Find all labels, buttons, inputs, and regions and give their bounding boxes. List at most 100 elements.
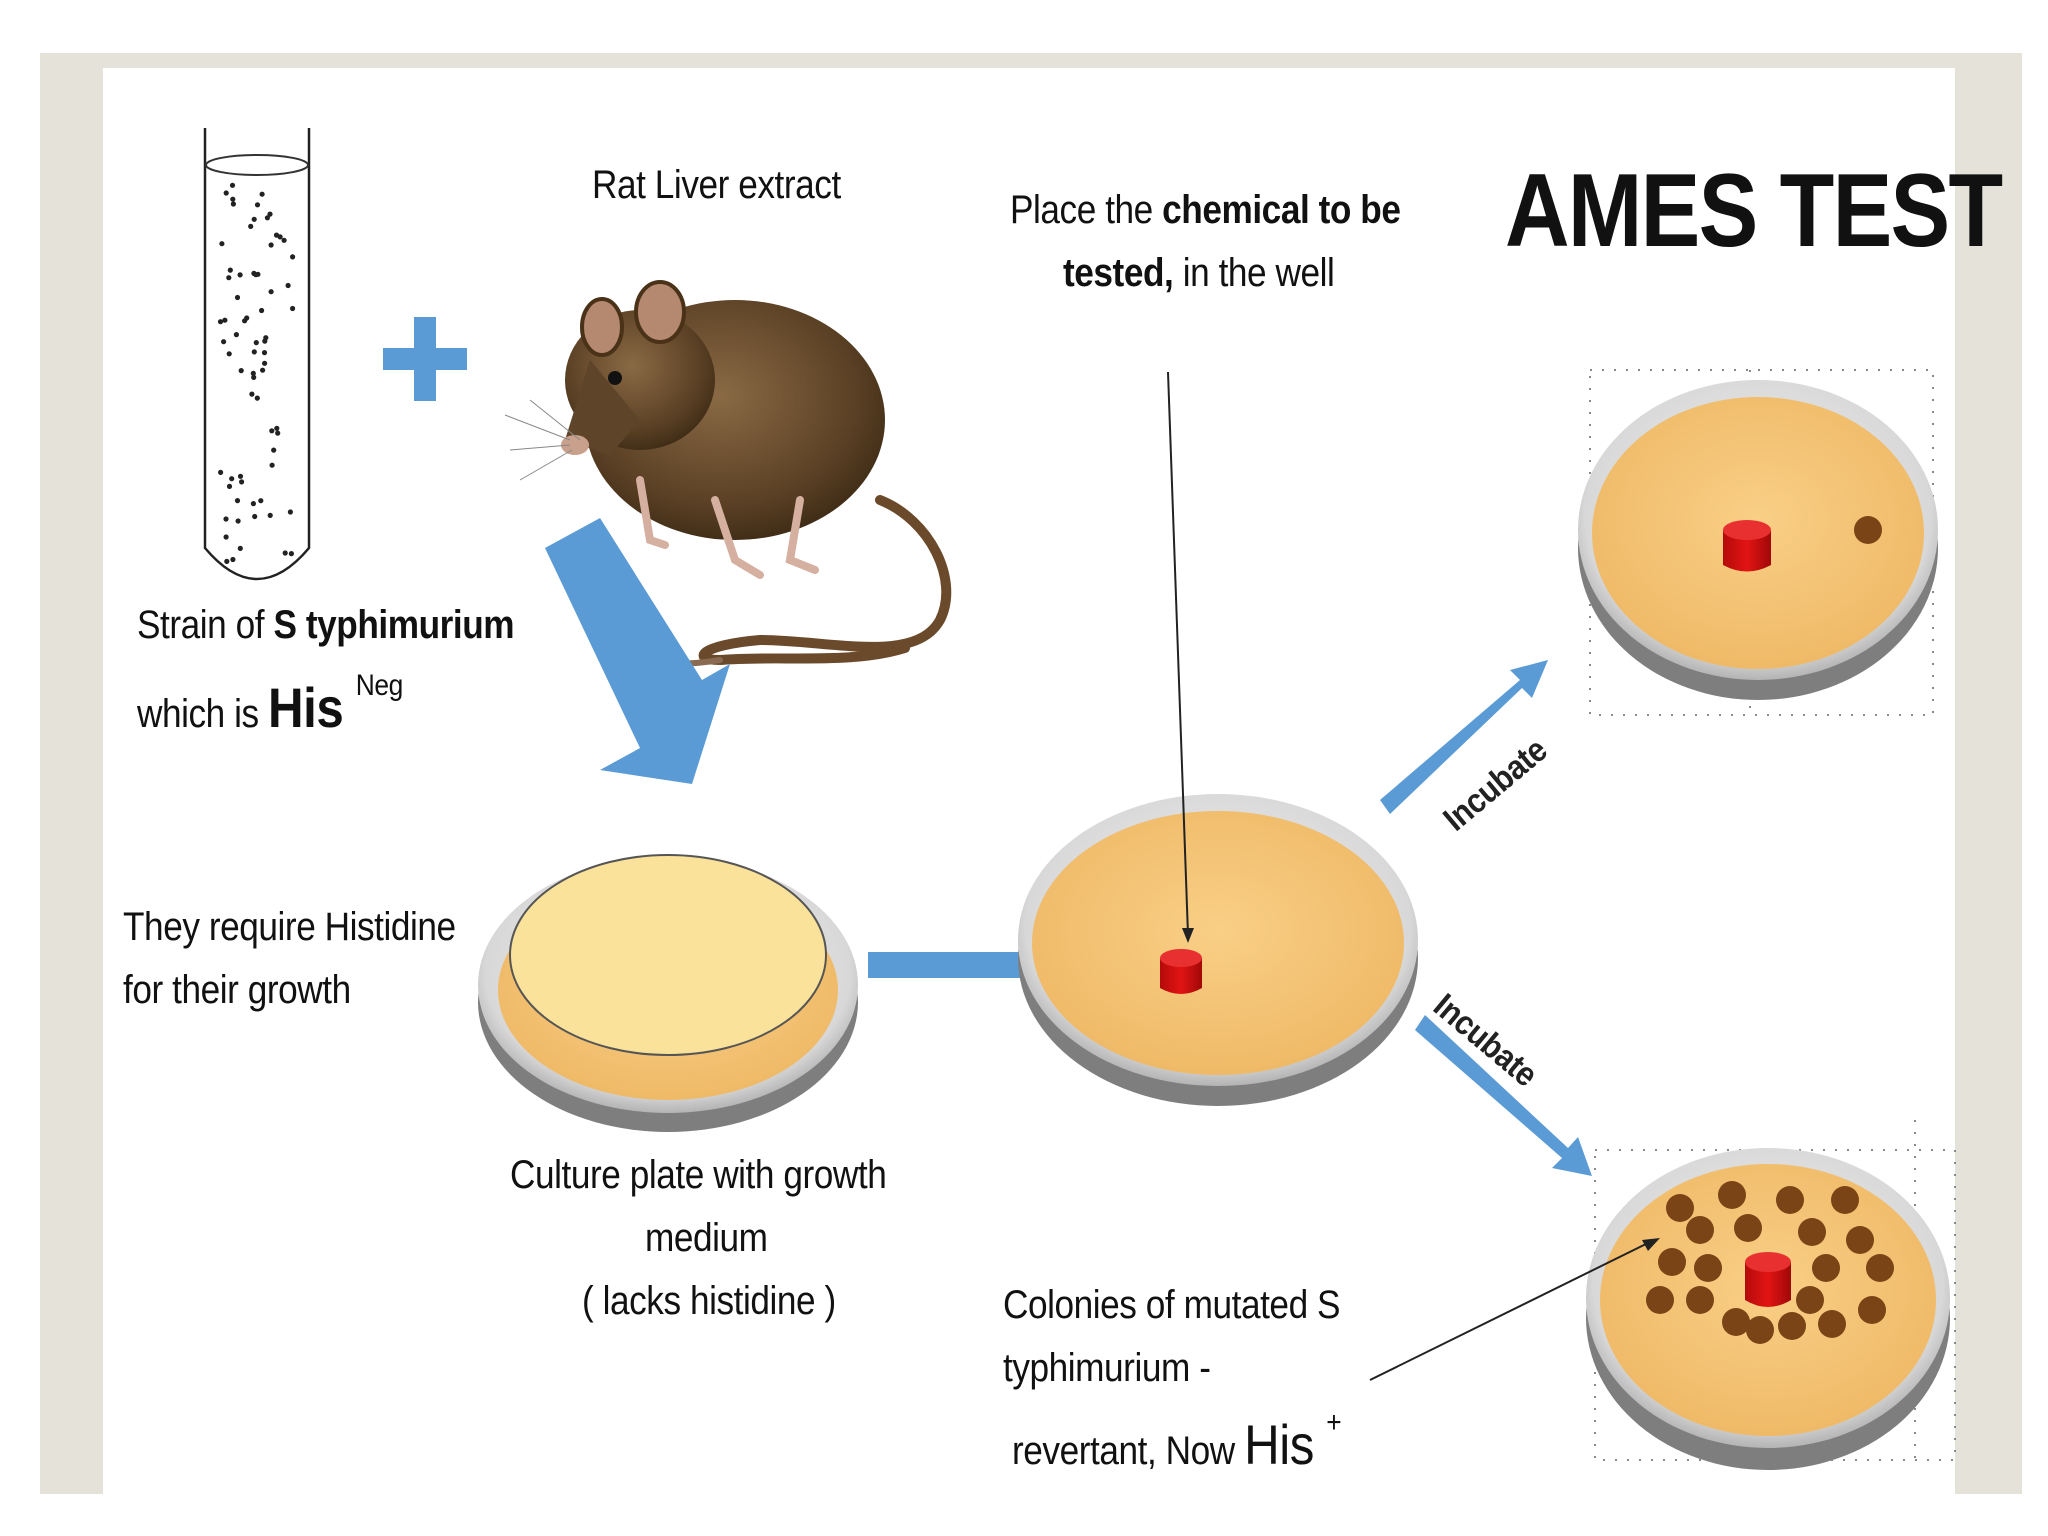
- culture-label-line-1: Culture plate with growth: [510, 1153, 887, 1197]
- bacteria-dot: [268, 242, 274, 248]
- bacteria-dot: [235, 518, 241, 524]
- bacteria-dot: [267, 211, 273, 217]
- bacteria-dot: [250, 501, 256, 507]
- bacteria-dot: [223, 534, 229, 540]
- colony-icon: [1778, 1312, 1806, 1340]
- bacteria-dot: [252, 513, 258, 520]
- right-arrow: [868, 938, 1062, 992]
- chemical-label-line-2: tested, in the well: [1063, 251, 1335, 295]
- plus-icon: [383, 317, 467, 401]
- chemical-well-icon: [1745, 1252, 1791, 1307]
- bacteria-dot: [285, 282, 291, 289]
- colony-icon: [1646, 1286, 1674, 1314]
- bacteria-dot: [251, 349, 257, 355]
- bacteria-dot: [237, 545, 243, 552]
- colony-icon: [1831, 1186, 1859, 1214]
- bacteria-dot: [218, 469, 224, 475]
- bacteria-dot: [239, 479, 245, 485]
- bacteria-dot: [251, 216, 257, 222]
- colony-icon: [1686, 1286, 1714, 1314]
- culture-label-line-2: medium: [645, 1216, 768, 1260]
- rat-icon: [504, 280, 952, 667]
- bacteria-dot: [217, 319, 224, 325]
- bacteria-dot: [290, 254, 296, 260]
- bacteria-dot: [226, 275, 232, 281]
- bacteria-dot: [226, 483, 233, 489]
- colony-icon: [1796, 1286, 1824, 1314]
- bacteria-dot: [287, 509, 293, 515]
- bacteria-dot: [263, 335, 269, 341]
- chemical-well-icon: [1723, 520, 1771, 572]
- bacteria-dot: [258, 498, 264, 504]
- diagonal-arrow: [545, 518, 730, 784]
- petri-dish-icon: [1586, 1148, 1950, 1470]
- colony-icon: [1812, 1254, 1840, 1282]
- bacteria-dot: [290, 305, 296, 312]
- colony-icon: [1846, 1226, 1874, 1254]
- bacteria-dot: [223, 516, 229, 522]
- colony-icon: [1798, 1218, 1826, 1246]
- petri-dish-icon: [478, 854, 858, 1132]
- page-title: AMES TEST: [1505, 153, 2003, 269]
- bacteria-dot: [269, 428, 275, 434]
- bacteria-dot: [242, 318, 248, 324]
- bacteria-dot: [219, 241, 225, 247]
- colony-icon: [1746, 1316, 1774, 1344]
- incubate-arrow-up: [1380, 660, 1548, 814]
- rat-label: Rat Liver extract: [592, 163, 841, 207]
- bacteria-dot: [269, 462, 275, 468]
- bacteria-dot: [259, 191, 265, 197]
- colonies-label-line-3: revertant, Now His+: [1012, 1406, 1342, 1476]
- bacteria-dot: [250, 370, 256, 376]
- colony-cluster: [1646, 1181, 1894, 1344]
- bacteria-dot: [223, 190, 229, 196]
- colonies-label-line-1: Colonies of mutated S: [1003, 1283, 1341, 1327]
- bacteria-dot: [224, 558, 230, 565]
- bacteria-dot: [229, 476, 235, 482]
- colony-icon: [1718, 1181, 1746, 1209]
- test-tube-icon: [203, 128, 311, 581]
- bacteria-dot: [237, 272, 243, 278]
- colony-icon: [1776, 1186, 1804, 1214]
- strain-label-line-1: Strain of S typhimurium: [137, 603, 515, 647]
- colony-icon: [1666, 1194, 1694, 1222]
- bacteria-dot: [277, 234, 283, 240]
- bacteria-dot: [254, 202, 261, 208]
- pointer-line: [1369, 1241, 1651, 1381]
- bacteria-dot: [230, 196, 236, 202]
- bacteria-dot: [233, 332, 239, 338]
- culture-label-line-3: ( lacks histidine ): [582, 1279, 836, 1323]
- bacteria-dot: [237, 473, 244, 479]
- pointer-arrowhead: [1642, 1238, 1660, 1251]
- bacteria-dot: [281, 237, 287, 243]
- bacteria-dot: [249, 391, 255, 397]
- bacteria-dot: [253, 340, 259, 346]
- bacteria-dot: [226, 351, 232, 357]
- petri-dish-icon: [1018, 794, 1418, 1106]
- bacteria-dot: [234, 498, 241, 504]
- bacteria-dot: [271, 447, 277, 453]
- bacteria-dot: [262, 360, 268, 366]
- bacteria-dot: [227, 267, 233, 273]
- bacteria-dot: [267, 512, 273, 519]
- colony-icon: [1658, 1248, 1686, 1276]
- bacteria-dot: [260, 367, 266, 373]
- chemical-well-icon: [1160, 949, 1202, 994]
- bacteria-dot: [238, 368, 244, 374]
- pointer-arrowhead: [1182, 928, 1194, 943]
- bacteria-dot: [274, 425, 280, 431]
- bacteria-dot: [268, 289, 274, 295]
- colony-icon: [1686, 1216, 1714, 1244]
- bacteria-dot: [248, 223, 254, 229]
- bacteria-dot: [261, 350, 268, 356]
- bacteria-dot: [275, 430, 281, 436]
- bacteria-dot: [254, 395, 260, 401]
- incubate-arrow-down: [1415, 1015, 1592, 1176]
- bacteria-dot: [251, 374, 257, 380]
- bacteria-dot: [259, 307, 265, 314]
- bacteria-dot: [288, 551, 294, 557]
- chemical-label-line-1: Place the chemical to be: [1010, 188, 1401, 232]
- colony-icon: [1854, 516, 1882, 544]
